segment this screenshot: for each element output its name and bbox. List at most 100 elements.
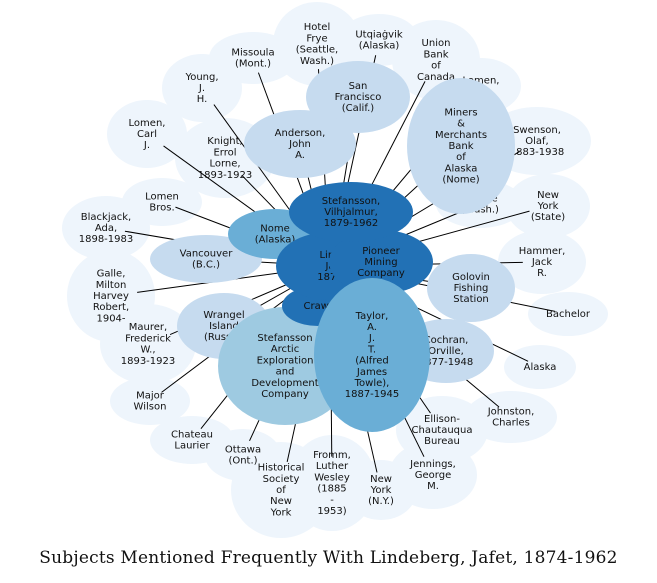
node-label: Lind: [319, 250, 340, 261]
node-label: Historical: [258, 463, 305, 474]
node-label: Fishing: [454, 283, 489, 294]
node-label: Charles: [492, 418, 530, 429]
node-label: J.: [198, 83, 205, 94]
node-blackjack-halo: [62, 196, 150, 260]
node-label: Lomen,: [463, 75, 500, 86]
node-label: (Seattle,: [296, 45, 338, 56]
node-label: Crawf: [304, 301, 333, 312]
node-label: Utqiaġvik: [355, 29, 403, 40]
node-label: Nome: [260, 223, 290, 234]
node-label: Vancouver: [180, 248, 234, 259]
node-label: Ada,: [95, 223, 117, 234]
node-bachelor: Bachelor: [546, 309, 591, 320]
node-label: M.: [427, 481, 439, 492]
node-label: Hotel: [304, 22, 331, 33]
node-new-york-state-halo: [506, 174, 590, 238]
node-label: (B.C.): [192, 260, 220, 271]
node-pioneer-mining-shape: [329, 230, 433, 294]
node-label: Luther: [316, 461, 349, 472]
node-maurer-halo: [100, 304, 196, 384]
node-label: A.: [367, 322, 377, 333]
node-label: Young,: [184, 72, 218, 83]
node-label: Taylor,: [355, 311, 389, 322]
node-label: Jack: [531, 257, 553, 268]
node-label: Wilson: [134, 402, 167, 413]
node-label: San: [349, 81, 368, 92]
node-label: Galle,: [97, 269, 126, 280]
node-label: -: [330, 495, 334, 506]
node-label: 1904-: [96, 313, 125, 324]
node-label: Major: [136, 390, 165, 401]
node-label: 1893-1923: [121, 356, 176, 367]
node-label: Fromm,: [313, 450, 351, 461]
node-label: Hammer,: [519, 246, 566, 257]
node-label: Wash.): [300, 56, 334, 67]
diagram-title: Subjects Mentioned Frequently With Linde…: [39, 548, 618, 568]
node-label: Missoula: [231, 47, 274, 58]
node-label: (Mont.): [235, 59, 271, 70]
node-label: (Calif.): [342, 103, 375, 114]
node-label: Vilhjalmur,: [324, 207, 378, 218]
node-label: Society: [263, 474, 300, 485]
node-bachelor-halo: [528, 292, 608, 336]
node-label: Pioneer: [362, 246, 400, 257]
node-johnston: Johnston,Charles: [487, 406, 535, 428]
node-label: Miners: [444, 107, 477, 118]
node-anderson-shape: [244, 110, 356, 178]
node-label: Ja: [324, 261, 334, 272]
node-label: Towle),: [354, 378, 390, 389]
node-alaska-halo: [504, 345, 576, 389]
node-label: Alaska: [445, 163, 478, 174]
node-label: Arctic: [271, 344, 299, 355]
node-taylor-shape: [314, 278, 430, 432]
node-label: T.: [367, 344, 376, 355]
node-label: Stefansson: [257, 333, 312, 344]
node-label: J.: [368, 333, 375, 344]
node-label: Alaska: [524, 362, 557, 373]
node-label: Jennings,: [409, 459, 456, 470]
node-golovin-shape: [427, 254, 515, 322]
node-label: Olaf,: [525, 136, 548, 147]
node-label: Wrangel: [203, 310, 244, 321]
node-label: (State): [531, 212, 565, 223]
node-label: Stefansson,: [322, 196, 380, 207]
node-label: Harvey: [93, 291, 129, 302]
node-label: Lorne,: [209, 159, 240, 170]
node-alaska: Alaska: [524, 362, 557, 373]
node-label: Maurer,: [129, 322, 167, 333]
node-label: A.: [295, 150, 305, 161]
node-label: Francisco: [335, 92, 382, 103]
node-label: Ellison-: [424, 414, 460, 425]
node-swenson: Swenson,Olaf,1883-1938: [510, 125, 565, 158]
node-young: Young,J.H.: [184, 72, 218, 105]
node-label: Company: [357, 268, 405, 279]
node-label: Errol: [213, 147, 236, 158]
node-label: Ottawa: [225, 444, 261, 455]
node-ottawa: Ottawa(Ont.): [225, 444, 261, 466]
node-label: Frye: [306, 33, 327, 44]
node-label: New: [370, 474, 392, 485]
node-label: Island: [209, 321, 239, 332]
node-label: 1877-1948: [419, 357, 474, 368]
node-hammer-halo: [498, 230, 586, 294]
node-label: of: [456, 152, 466, 163]
node-label: Wesley: [314, 472, 350, 483]
node-label: 1874: [317, 272, 342, 283]
node-label: Union: [422, 38, 451, 49]
node-label: Canada: [417, 72, 455, 83]
node-utqiagvik: Utqiaġvik(Alaska): [355, 29, 403, 51]
